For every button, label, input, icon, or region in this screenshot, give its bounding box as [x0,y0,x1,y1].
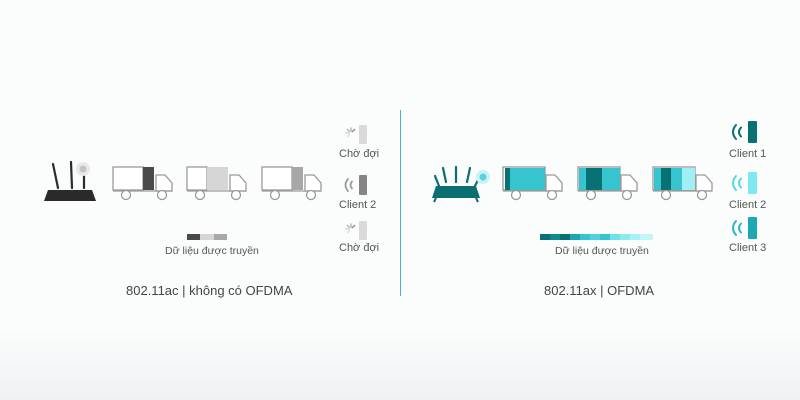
client-label: Client 3 [729,242,767,254]
wifi-signal-icon [732,172,757,194]
bottom-gradient [0,330,800,400]
section-title: 802.11ac | không có OFDMA [126,283,293,298]
truck-icon [261,166,322,201]
client-label: Chờ đợi [339,242,380,254]
router-icon [432,165,490,203]
client-label: Client 2 [729,199,767,211]
truck-icon [112,166,173,201]
truck-icon [186,166,247,201]
router-icon [44,160,96,201]
client-label: Client 2 [339,199,377,211]
wifi-signal-icon [344,175,367,195]
truck-icon [652,166,713,201]
divider [400,110,401,296]
data-label: Dữ liệu được truyền [165,245,259,257]
truck-icon [577,166,638,201]
wifi-signal-icon [732,121,757,143]
waiting-spinner-icon [345,125,367,144]
data-bar [187,234,227,240]
waiting-spinner-icon [345,221,367,240]
client-label: Chờ đợi [339,148,380,160]
client-label: Client 1 [729,148,767,160]
wifi-signal-icon [732,217,757,239]
section-title: 802.11ax | OFDMA [544,283,655,298]
data-bar [540,234,653,240]
data-label: Dữ liệu được truyền [555,245,649,257]
truck-icon [502,166,563,201]
